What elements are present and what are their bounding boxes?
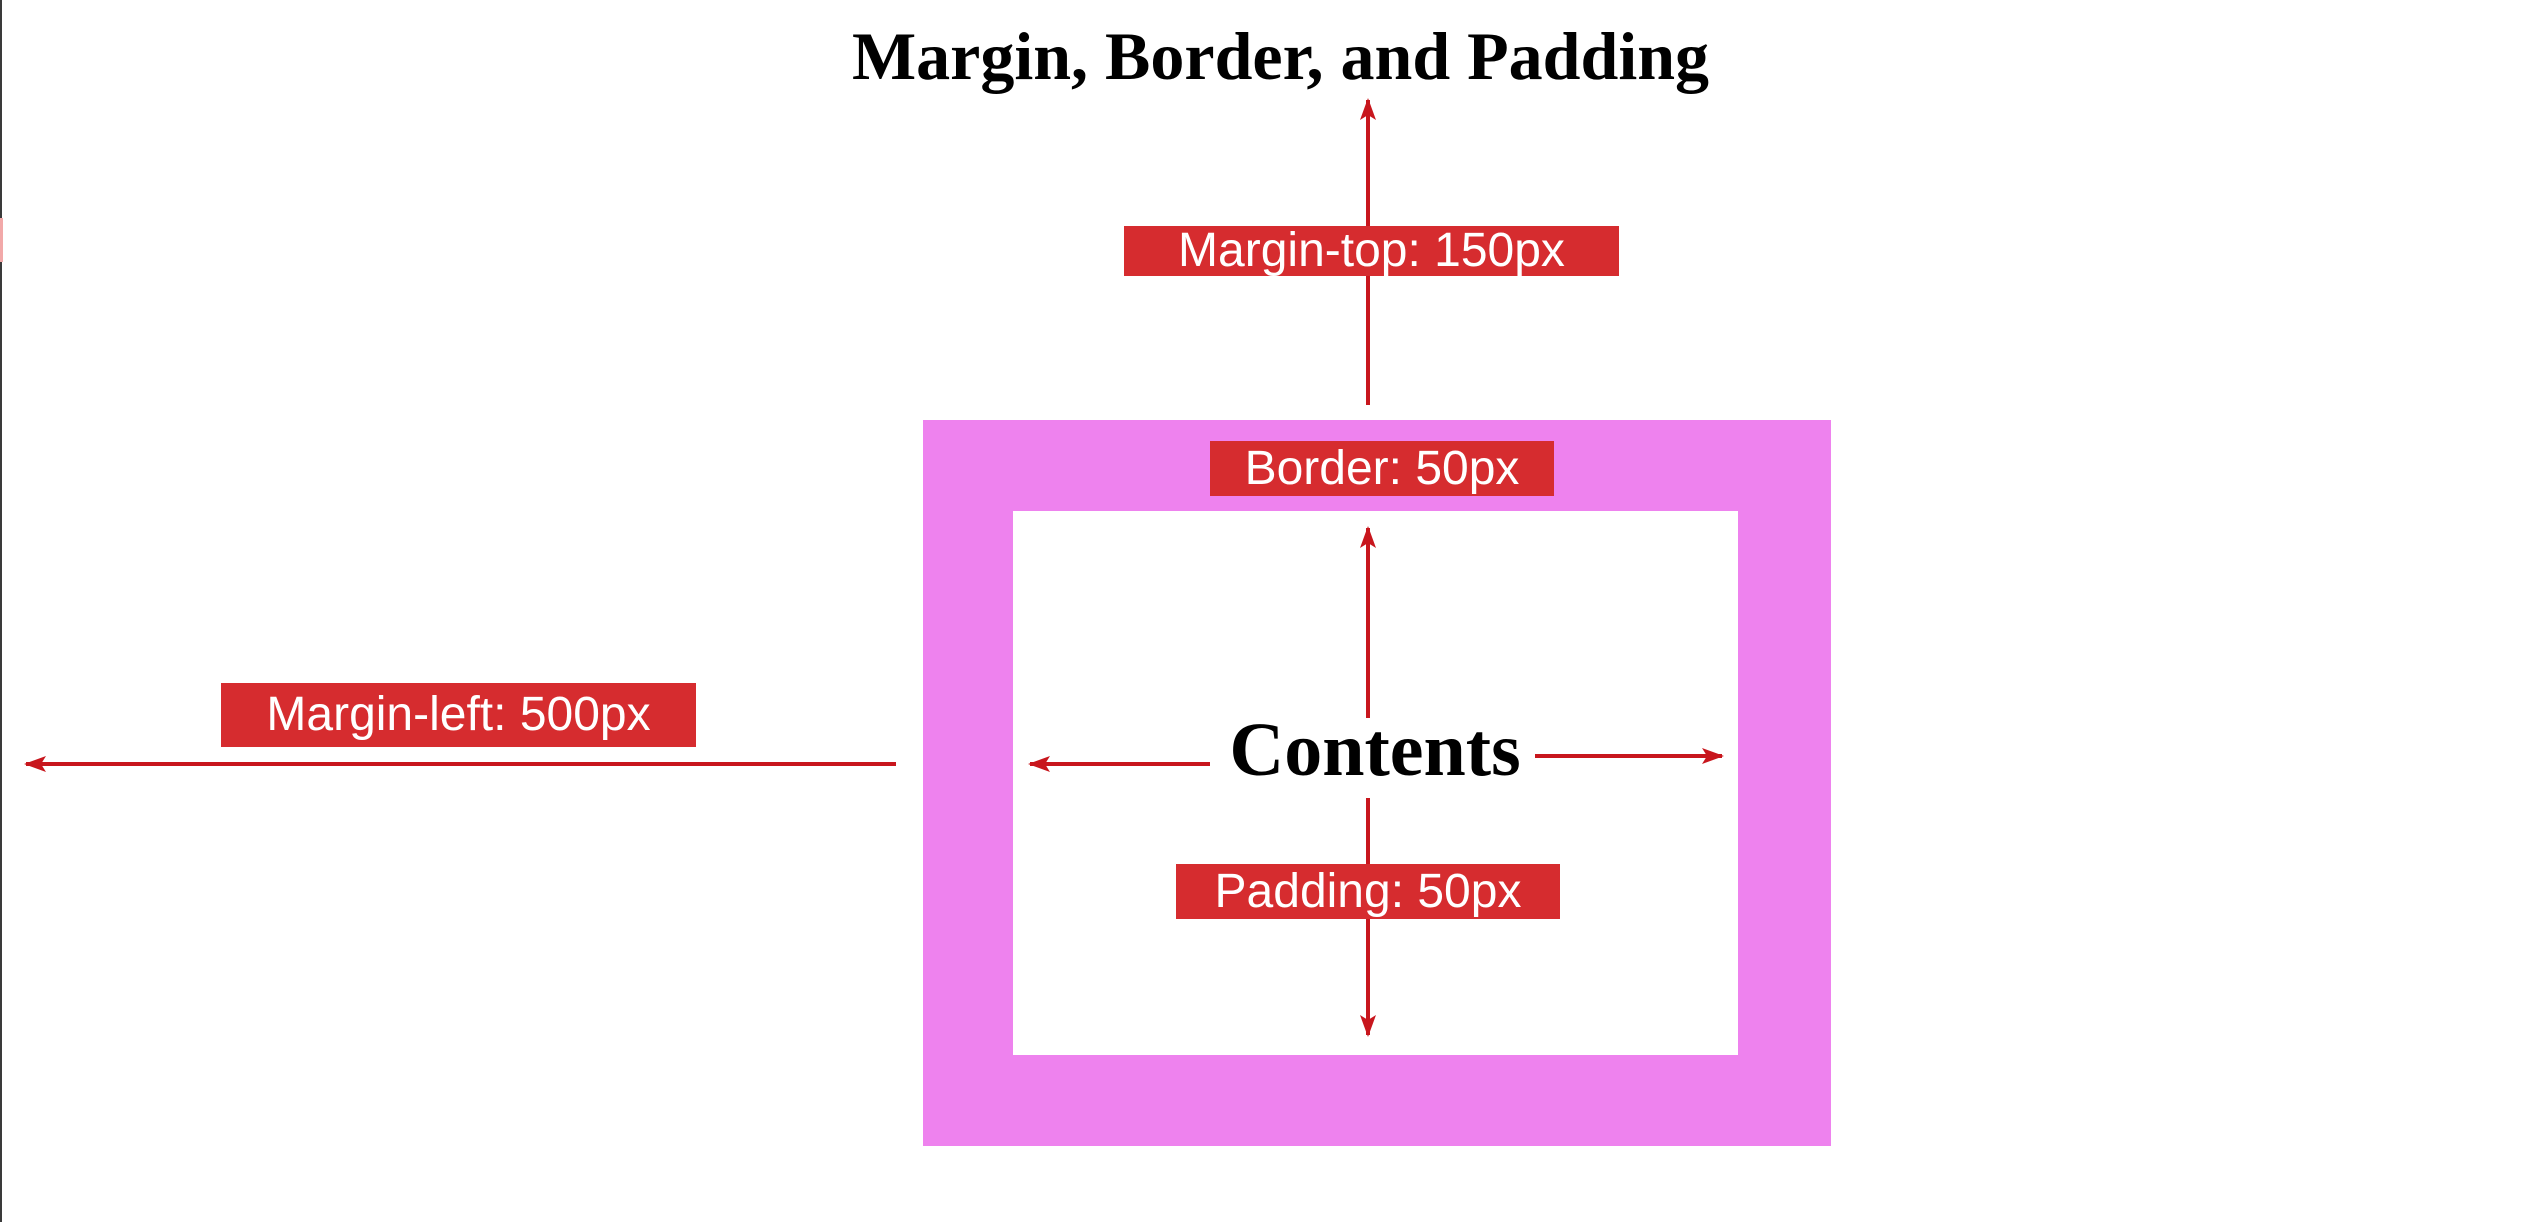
border-label: Border: 50px bbox=[1210, 441, 1554, 496]
left-edge-line bbox=[0, 0, 2, 1222]
contents-text: Contents bbox=[1229, 708, 1521, 792]
left-edge-mark bbox=[0, 218, 3, 262]
margin-left-label: Margin-left: 500px bbox=[221, 683, 696, 747]
padding-label: Padding: 50px bbox=[1176, 864, 1560, 919]
content-area bbox=[1013, 511, 1738, 1055]
margin-top-label: Margin-top: 150px bbox=[1124, 226, 1619, 276]
diagram-title: Margin, Border, and Padding bbox=[851, 18, 1710, 94]
